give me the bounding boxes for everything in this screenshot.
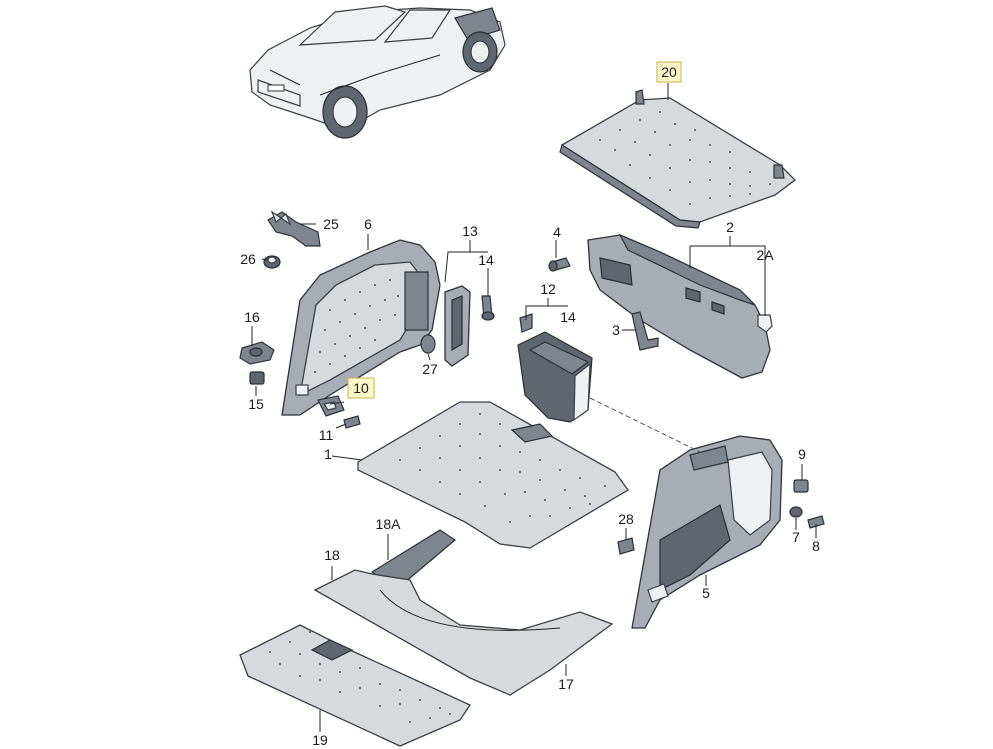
trim-texture — [314, 279, 399, 373]
part-9-clip — [793, 479, 809, 493]
callout-18a: 18A — [376, 516, 402, 532]
callout-9: 9 — [798, 446, 806, 462]
part-17-wheel-cover — [313, 569, 614, 696]
part-12-storage-box — [517, 313, 593, 423]
part-28-clip — [617, 537, 635, 555]
felt-texture — [599, 111, 771, 205]
part-10-cover — [317, 395, 345, 417]
part-7-screw — [789, 506, 803, 518]
callout-14-left: 14 — [478, 252, 494, 268]
callout-20: 20 — [661, 64, 677, 80]
callout-4: 4 — [553, 224, 561, 240]
mat-19-texture — [269, 631, 451, 723]
part-27-plug — [420, 334, 436, 354]
mat-texture — [399, 413, 606, 523]
callout-box-20 — [656, 61, 682, 83]
assembly-line — [589, 397, 701, 453]
callout-28: 28 — [618, 511, 634, 527]
callout-14-right: 14 — [560, 309, 576, 325]
part-16-handle — [239, 341, 275, 365]
part-20-parcel-shelf — [559, 89, 796, 229]
callout-16: 16 — [244, 309, 260, 325]
part-4-screw — [548, 257, 571, 272]
callout-6: 6 — [364, 216, 372, 232]
callout-27: 27 — [422, 361, 438, 377]
callout-17: 17 — [558, 676, 574, 692]
part-11-screw — [343, 415, 361, 429]
car-illustration — [249, 5, 506, 139]
part-2-trim-strip — [587, 233, 771, 379]
part-25-hook — [267, 210, 321, 247]
callout-19: 19 — [312, 732, 328, 748]
part-15-clip — [249, 371, 265, 385]
part-19-mat — [239, 624, 471, 747]
callout-15: 15 — [248, 396, 264, 412]
callout-8: 8 — [812, 538, 820, 554]
callout-labels: 20 2 2A 25 6 26 13 14 4 12 14 3 16 27 10… — [240, 61, 820, 748]
part-2a-clip — [757, 314, 773, 333]
callout-12: 12 — [540, 281, 556, 297]
callout-25: 25 — [323, 216, 339, 232]
callout-1: 1 — [324, 446, 332, 462]
callout-13: 13 — [462, 223, 478, 239]
callout-11: 11 — [319, 427, 334, 443]
part-1-floor-mat — [357, 401, 629, 549]
callout-3: 3 — [612, 322, 620, 338]
callout-26: 26 — [240, 251, 256, 267]
part-26-nut — [263, 255, 281, 269]
callout-5: 5 — [702, 585, 710, 601]
callout-2: 2 — [726, 219, 734, 235]
part-13-grille — [444, 285, 471, 367]
leader-lines — [251, 83, 817, 732]
part-6-left-side-trim — [281, 239, 441, 416]
callout-2a: 2A — [756, 247, 774, 263]
callout-box-10 — [347, 377, 375, 399]
callout-18: 18 — [324, 547, 340, 563]
callout-10: 10 — [353, 380, 369, 396]
part-3-bracket — [631, 311, 659, 351]
callout-7: 7 — [792, 529, 800, 545]
part-14-screw-left — [481, 295, 495, 321]
part-8-screw — [807, 515, 825, 529]
part-5-right-side-trim — [631, 435, 783, 629]
